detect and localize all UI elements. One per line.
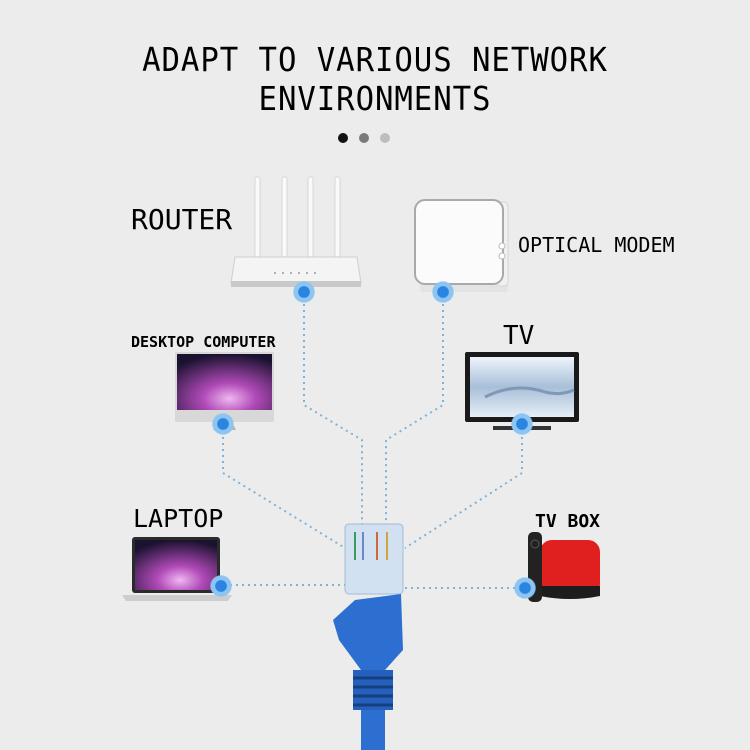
tv-box-label: TV BOX xyxy=(535,511,601,532)
laptop-icon xyxy=(122,537,232,601)
router-label: ROUTER xyxy=(131,203,233,236)
tv-box-port-node xyxy=(514,577,536,599)
line-modem xyxy=(385,292,444,525)
pagination-dot-2[interactable] xyxy=(359,133,369,143)
optical-modem-label: OPTICAL MODEM xyxy=(518,233,675,257)
ethernet-cable-icon xyxy=(333,523,404,750)
tv-port-node xyxy=(511,413,533,435)
line-desktop xyxy=(222,425,346,549)
line-router xyxy=(303,292,363,525)
laptop-label: LAPTOP xyxy=(133,504,224,533)
pagination-dot-3[interactable] xyxy=(380,133,390,143)
tv-box-icon xyxy=(528,532,600,602)
desktop-port-node xyxy=(212,413,234,435)
laptop-port-node xyxy=(210,575,232,597)
modem-icon xyxy=(414,199,509,292)
modem-port-node xyxy=(432,281,454,303)
carousel-pagination xyxy=(338,133,390,143)
line-tv xyxy=(404,425,523,549)
router-port-node xyxy=(293,281,315,303)
desktop-computer-label: DESKTOP COMPUTER xyxy=(131,333,276,351)
tv-icon xyxy=(465,352,579,430)
tv-label: TV xyxy=(503,321,535,351)
page-heading: ADAPT TO VARIOUS NETWORK ENVIRONMENTS xyxy=(142,40,608,118)
router-icon xyxy=(230,176,362,287)
pagination-dot-1[interactable] xyxy=(338,133,348,143)
desktop-computer-icon xyxy=(175,352,274,430)
